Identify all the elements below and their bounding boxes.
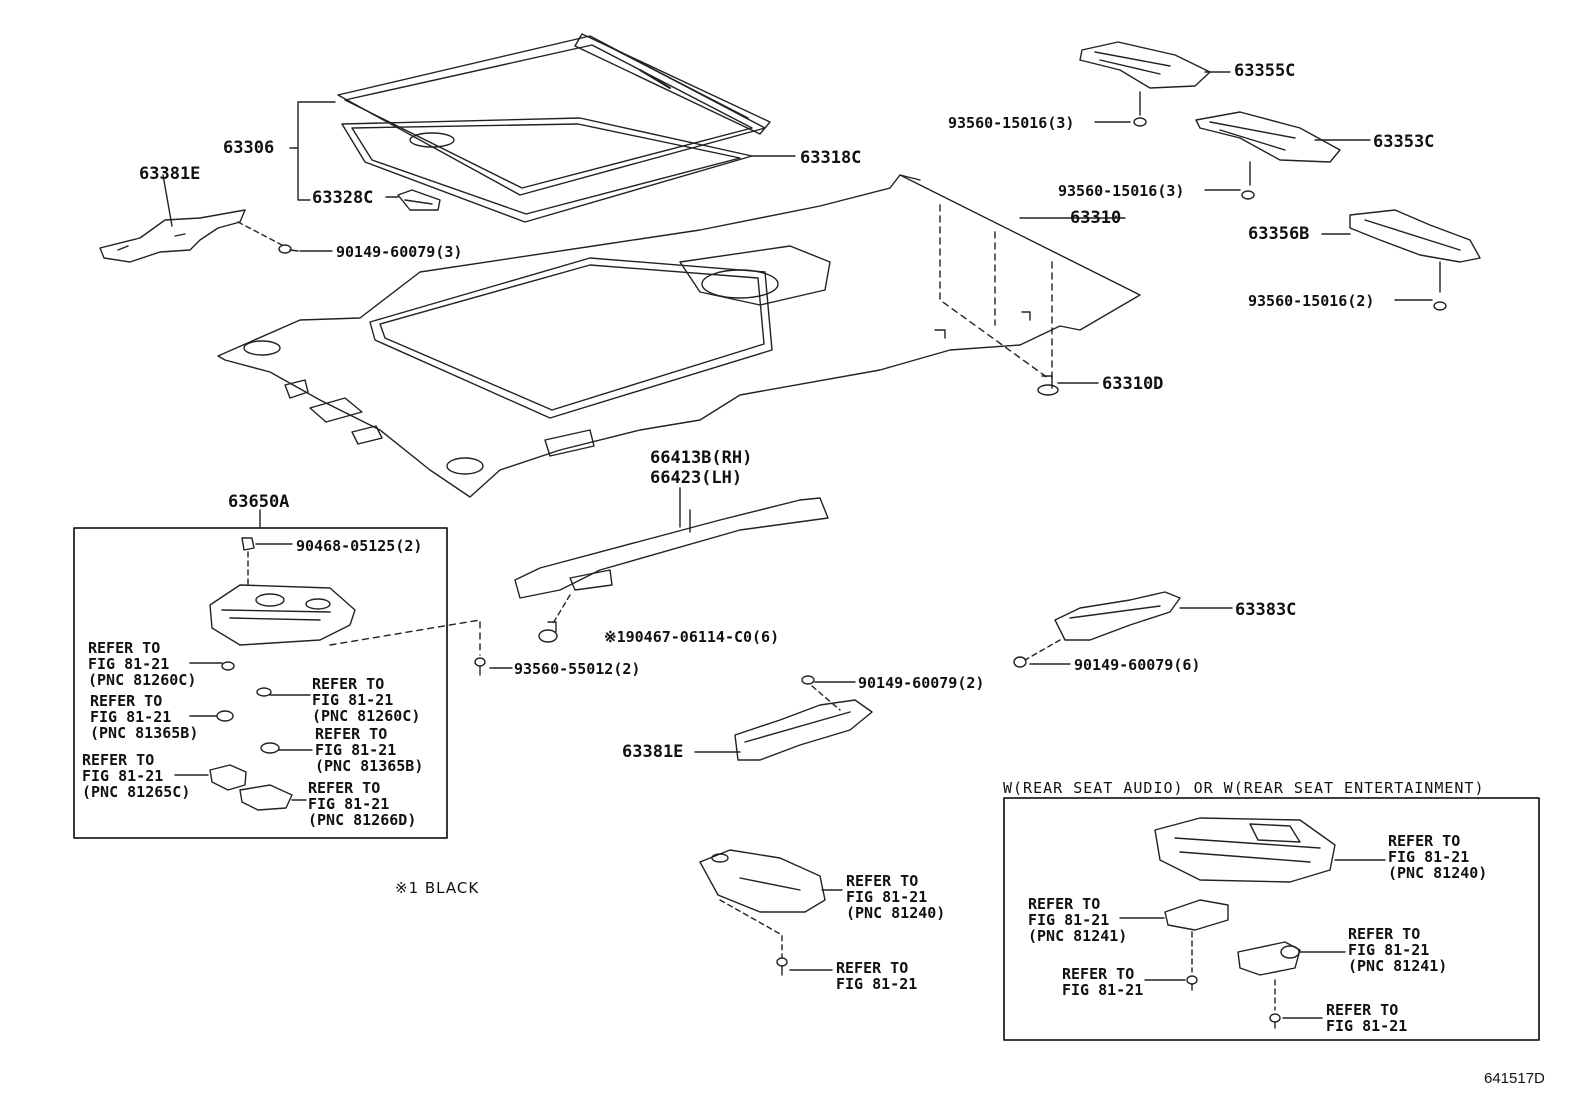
guide-line-90149-mid xyxy=(811,685,841,711)
box-rear-seat xyxy=(1003,797,1540,1041)
screws-rear-box xyxy=(1144,975,1323,1029)
label-90149-60079-right: 90149-60079(6) xyxy=(1074,656,1201,674)
clip-90468 xyxy=(241,537,293,551)
label-93560-15016-c: 93560-15016(2) xyxy=(1248,292,1375,310)
guide-lines-63310D xyxy=(939,204,1053,379)
sunshade-panel xyxy=(337,33,771,196)
guide-line-90149-right xyxy=(1024,639,1061,661)
lamp-81241-a xyxy=(1119,899,1229,931)
screw-90149-right xyxy=(1013,656,1071,668)
note-black: ※1 BLACK xyxy=(395,879,480,897)
headliner xyxy=(217,174,1141,498)
label-63310: 63310 xyxy=(1070,208,1122,228)
guide-line-93560-55012 xyxy=(329,619,481,656)
label-66423: 66423(LH) xyxy=(650,468,743,488)
label-63306: 63306 xyxy=(223,138,275,158)
screw-90149-mid xyxy=(801,675,856,685)
bracket-63381E-bottom xyxy=(694,699,873,761)
figure-code: 641517D xyxy=(1484,1070,1545,1087)
guide-line-lamp-center xyxy=(719,899,783,959)
label-63328C: 63328C xyxy=(312,188,374,208)
rail-66413B-66423 xyxy=(514,487,829,599)
condition-note: W(REAR SEAT AUDIO) OR W(REAR SEAT ENTERT… xyxy=(1003,779,1485,797)
label-93560-15016-b: 93560-15016(3) xyxy=(1058,182,1185,200)
label-63353C: 63353C xyxy=(1373,132,1435,152)
console-63650A xyxy=(209,584,356,646)
label-66413B: 66413B(RH) xyxy=(650,448,753,468)
clip-63328C xyxy=(397,189,441,211)
sunroof-frame xyxy=(341,117,753,223)
bracket-line-63306 xyxy=(297,101,336,201)
clip-90467 xyxy=(538,621,558,643)
clip-63310D xyxy=(1037,375,1099,396)
screw-93560-55012 xyxy=(474,657,513,676)
label-63650A: 63650A xyxy=(228,492,290,512)
guide-line-90149-top xyxy=(237,221,283,246)
label-63381E-top: 63381E xyxy=(139,164,201,184)
guide-lines-rear-box xyxy=(1191,931,1276,1011)
screw-lamp-center xyxy=(776,957,833,976)
label-90467-06114: ※190467-06114-C0(6) xyxy=(604,628,780,646)
label-63356B: 63356B xyxy=(1248,224,1310,244)
bracket-63383C xyxy=(1054,591,1233,641)
label-63318C: 63318C xyxy=(800,148,862,168)
part-63356B xyxy=(1321,209,1481,263)
lamp-bulbs xyxy=(174,661,313,811)
screw-93560-a xyxy=(1094,91,1147,127)
label-90468-05125: 90468-05125(2) xyxy=(296,537,423,555)
label-63383C: 63383C xyxy=(1235,600,1297,620)
label-63310D: 63310D xyxy=(1102,374,1164,394)
label-90149-60079-mid: 90149-60079(2) xyxy=(858,674,985,692)
screw-93560-c xyxy=(1394,261,1447,311)
guide-line-90467 xyxy=(551,594,571,626)
part-63353C xyxy=(1195,111,1371,163)
bracket-63381E-top xyxy=(99,174,246,263)
lamp-81241-b xyxy=(1237,941,1346,976)
part-63355C xyxy=(1079,41,1231,89)
lamp-81240-center xyxy=(699,849,843,913)
label-63381E-bottom: 63381E xyxy=(622,742,684,762)
label-93560-55012: 93560-55012(2) xyxy=(514,660,641,678)
console-81240-right xyxy=(1154,817,1386,883)
screw-93560-b xyxy=(1204,161,1255,200)
label-90149-60079-top: 90149-60079(3) xyxy=(336,243,463,261)
label-63355C: 63355C xyxy=(1234,61,1296,81)
screw-90149-top xyxy=(278,244,333,254)
label-93560-15016-a: 93560-15016(3) xyxy=(948,114,1075,132)
